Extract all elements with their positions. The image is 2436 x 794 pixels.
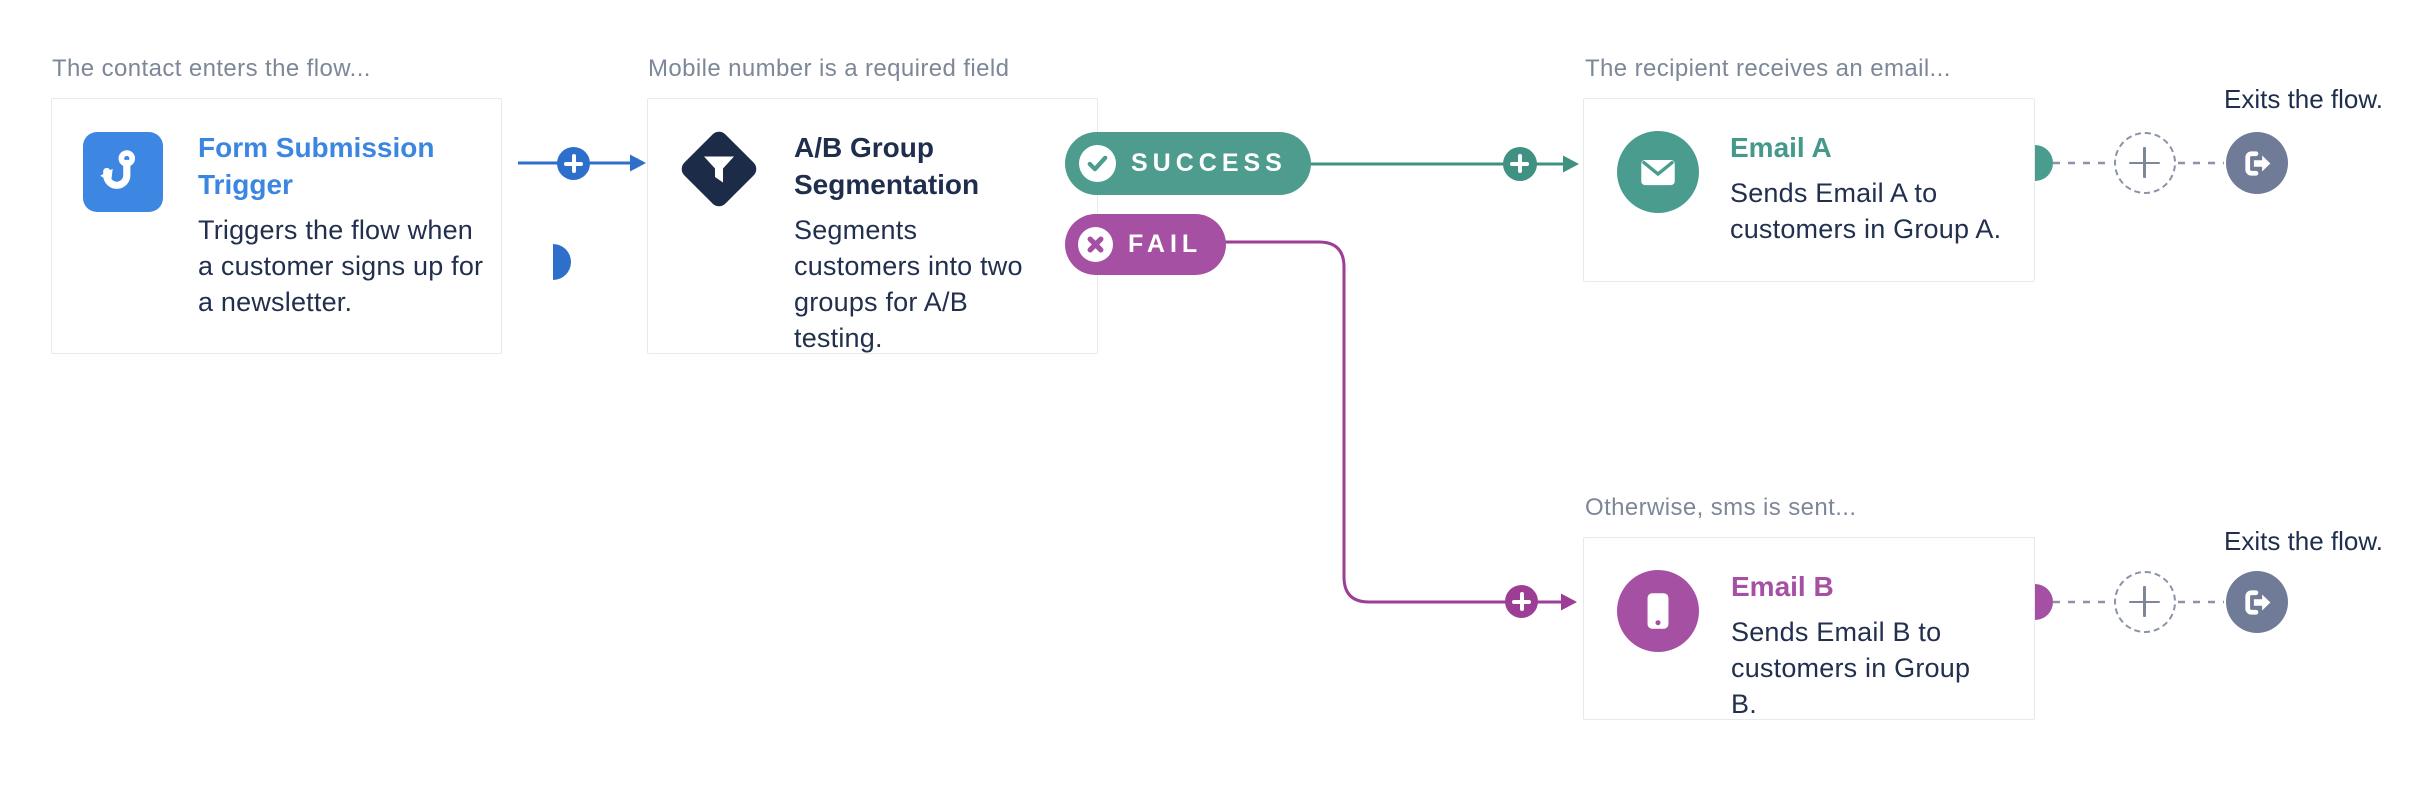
annotation-segmentation: Mobile number is a required field [648,55,1010,82]
add-step-button[interactable] [557,147,590,180]
success-badge: SUCCESS [1065,132,1311,195]
check-circle-icon [1079,145,1116,182]
node-description: Sends Email B to customers in Group B. [1731,617,1971,719]
annotation-email-b: Otherwise, sms is sent... [1585,494,1857,521]
envelope-icon [1617,131,1699,213]
output-port [2035,145,2053,181]
node-title: Email A [1730,132,1832,163]
output-port [553,244,571,280]
exit-flow-node[interactable] [2226,132,2288,194]
exit-flow-node[interactable] [2226,571,2288,633]
node-title: Email B [1731,571,1834,602]
annotation-email-a: The recipient receives an email... [1585,55,1951,82]
fail-badge: FAIL [1065,214,1227,275]
node-description: Triggers the flow when a customer signs … [198,215,484,317]
flow-node-form-submission-trigger[interactable]: Form Submission Trigger Triggers the flo… [51,98,571,354]
node-description: Sends Email A to customers in Group A. [1730,178,2002,244]
node-title: Form Submission Trigger [198,132,435,200]
hook-icon [83,132,163,212]
exit-flow-label: Exits the flow. [2224,84,2383,114]
flow-node-email-a[interactable]: Email A Sends Email A to customers in Gr… [1583,98,2053,282]
node-title: A/B Group Segmentation [794,132,980,200]
smartphone-icon [1617,570,1699,652]
exit-flow-label: Exits the flow. [2224,526,2383,556]
add-step-button[interactable] [1503,147,1537,181]
success-badge-label: SUCCESS [1131,149,1287,177]
add-step-button[interactable] [1505,585,1538,618]
annotation-trigger: The contact enters the flow... [52,55,371,82]
node-description: Segments customers into two groups for A… [794,215,1023,353]
output-port [2035,584,2053,620]
x-circle-icon [1078,227,1113,262]
fail-badge-label: FAIL [1128,230,1203,258]
add-step-placeholder-button[interactable] [2114,132,2176,194]
flow-node-ab-group-segmentation[interactable]: A/B Group Segmentation Segments customer… [647,98,1098,354]
sign-out-icon [2244,589,2270,615]
filter-diamond-icon [669,119,769,219]
sign-out-icon [2244,150,2270,176]
add-step-placeholder-button[interactable] [2114,571,2176,633]
flow-node-email-b[interactable]: Email B Sends Email B to customers in Gr… [1583,537,2053,720]
